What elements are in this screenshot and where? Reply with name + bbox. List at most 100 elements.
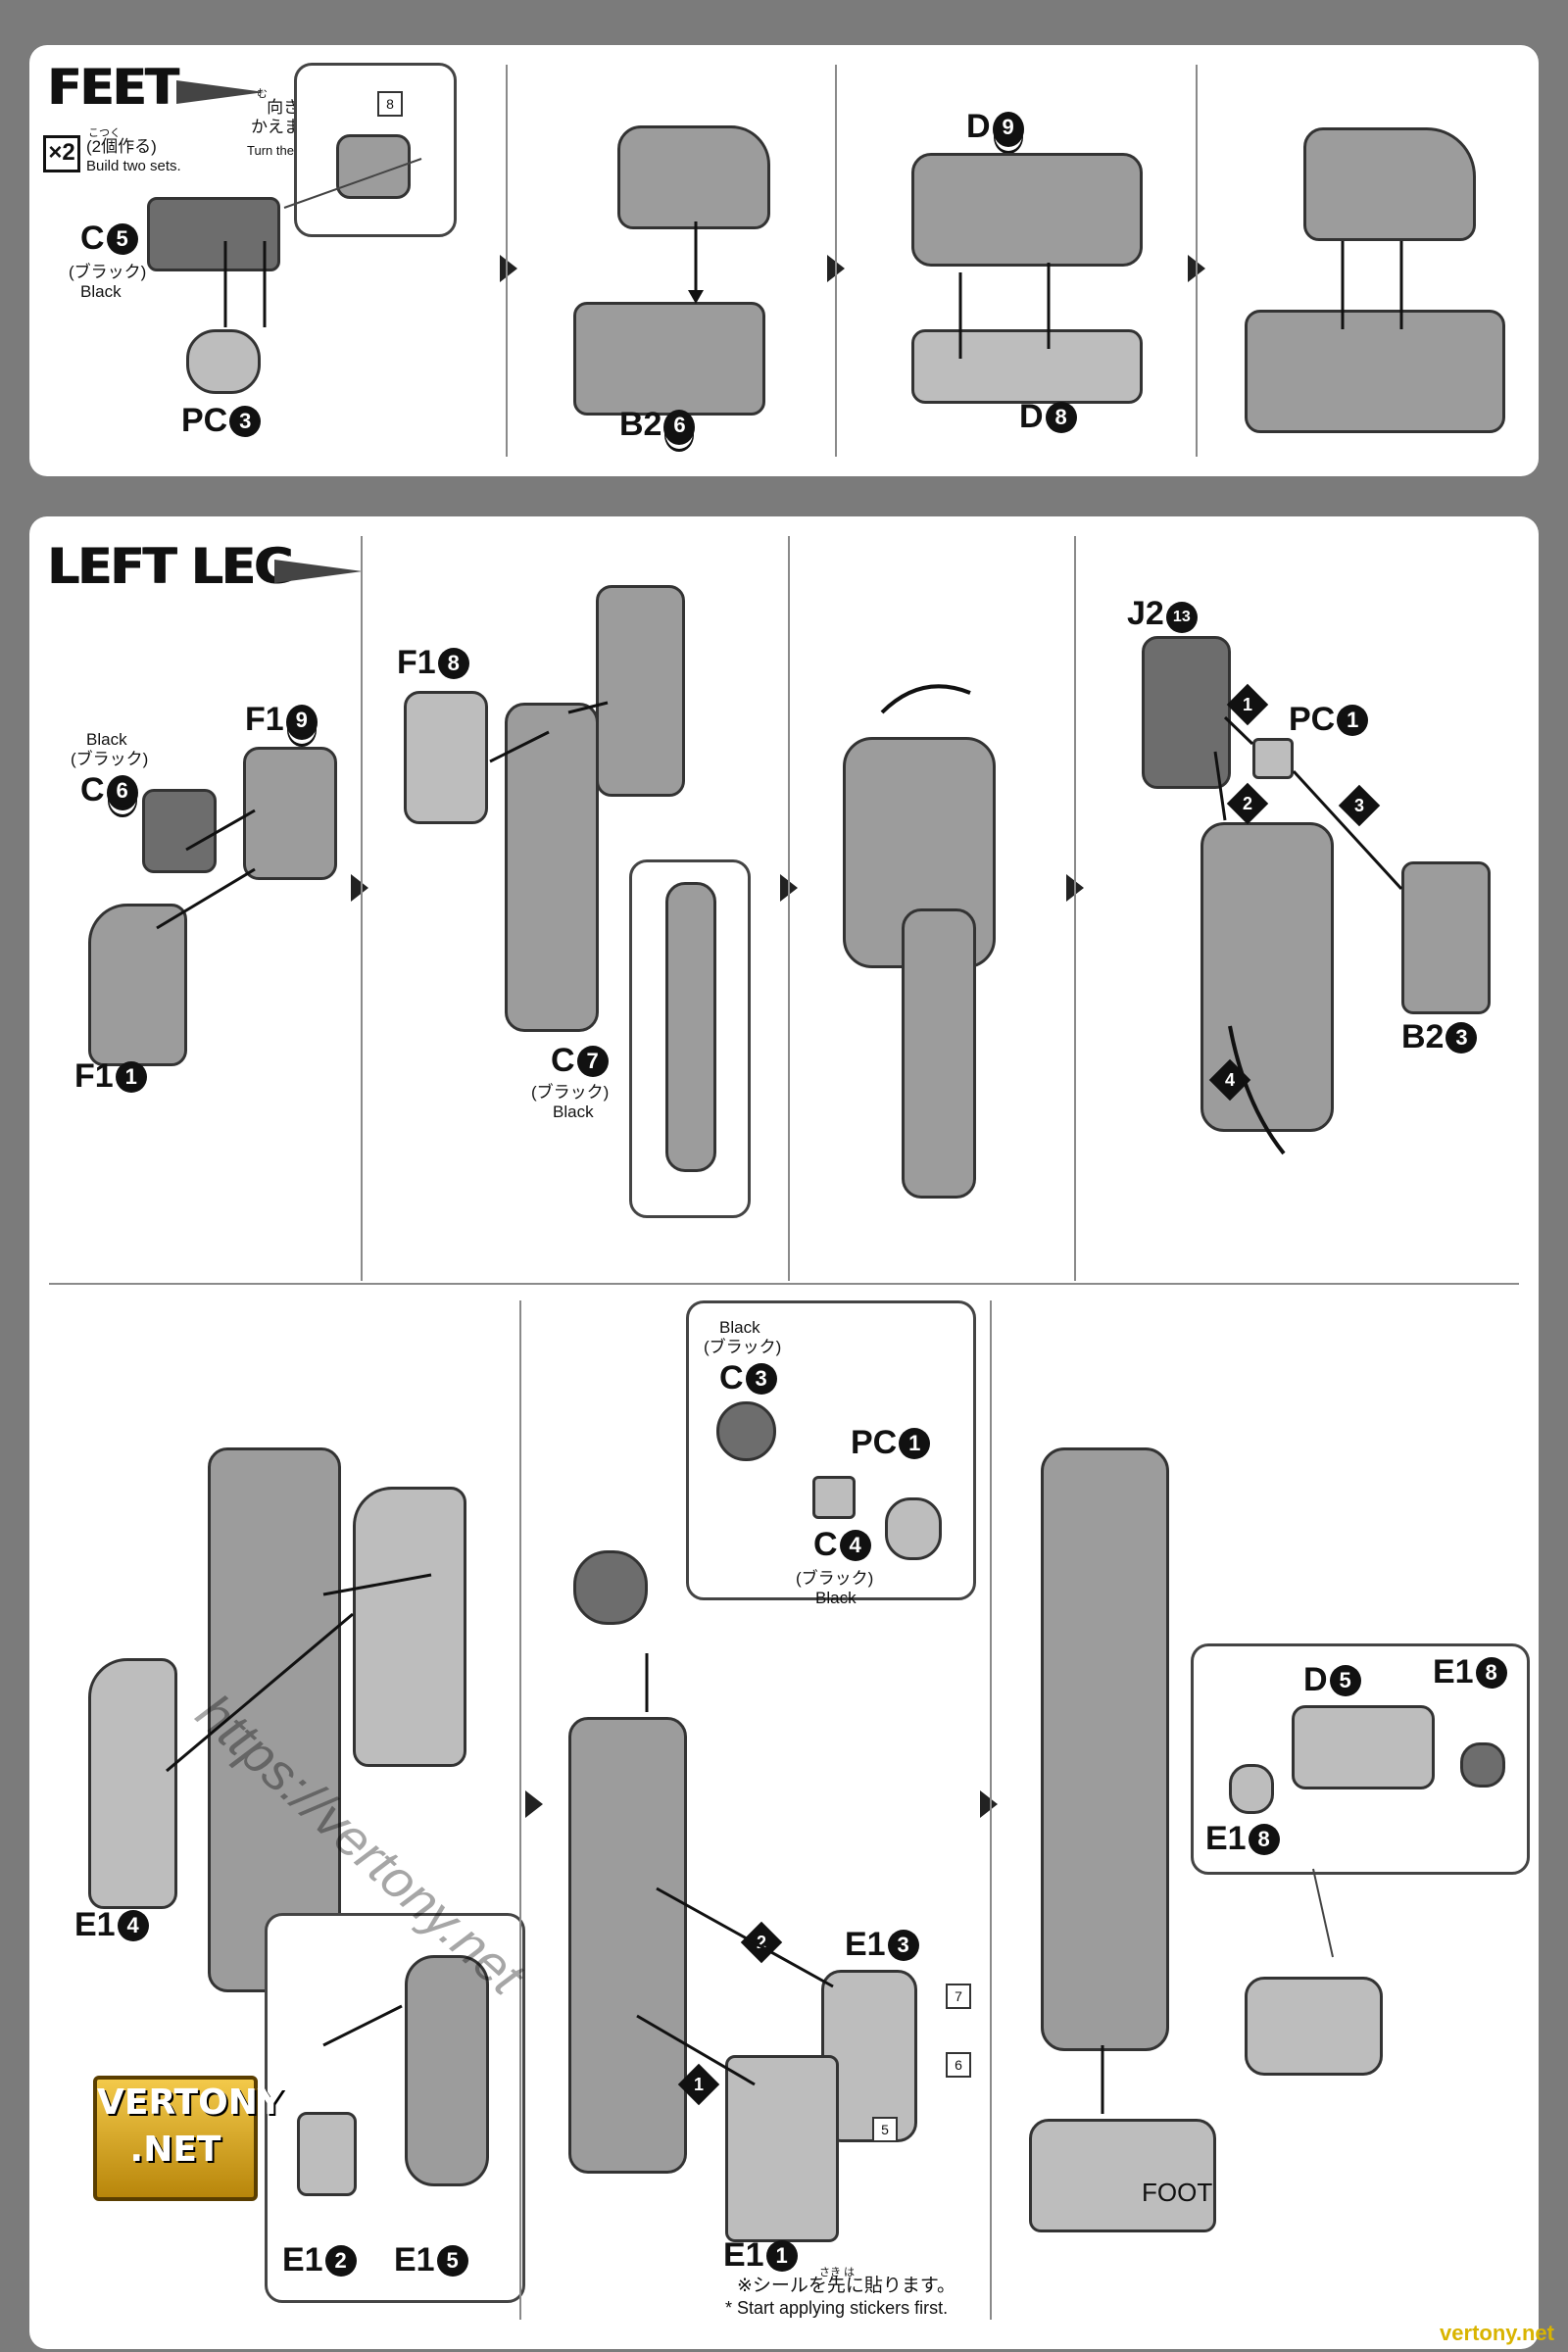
sticker-6: 6 [946,2052,971,2078]
part-shape [1245,1977,1383,2076]
c6-color-en: Black [86,730,127,749]
divider [506,65,508,457]
detail-callout [265,1913,525,2303]
sticker-note-furigana: さき は [819,2267,856,2278]
divider [49,1283,1519,1285]
part-c6-shape [142,789,217,873]
part-d9-shape [911,153,1143,267]
part-shape [617,125,770,229]
c4-color-en: Black [815,1589,857,1607]
part-shape [353,1487,466,1767]
divider [1074,536,1076,1281]
part-pc1b-shape [812,1476,856,1519]
part-e14-shape [88,1658,177,1909]
part-foot-shape [1029,2119,1216,2232]
part-e11-shape [725,2055,839,2242]
feet-panel: FEET ×2 こつく (2個作る) Build two sets. む 向きを… [29,45,1539,476]
part-c5-shape [147,197,280,271]
divider [361,536,363,1281]
part-e15-shape [405,1955,489,2186]
step-arrow [980,1790,998,1818]
detail-callout: 8 [294,63,457,237]
part-e12-shape [297,2112,357,2196]
c5-color-en: Black [80,282,122,301]
feet-title: FEET [47,59,178,116]
divider [519,1300,521,2320]
c4-color-jp: (ブラック) [796,1569,874,1588]
part-shape [568,1717,687,2174]
step-arrow [525,1790,543,1818]
build-note-en: Build two sets. [86,158,181,174]
title-tail [274,560,363,583]
part-c4-shape [885,1497,942,1560]
sticker-note-jp: ※シールを先に貼ります。 [737,2276,956,2296]
vertony-logo: VERTONY .NET [93,2076,283,2201]
footer-url: vertony.net [1440,2321,1554,2345]
divider [990,1300,992,2320]
part-b26-shape [573,302,765,416]
c5-color-jp: (ブラック) [69,263,147,281]
part-f11-shape [88,904,187,1066]
divider [1196,65,1198,457]
c7-color-en: Black [553,1102,594,1121]
divider [835,65,837,457]
build-note-jp: (2個作る) [86,137,157,156]
part-shape [1303,127,1476,241]
sticker-note-en: * Start applying stickers first. [725,2298,949,2318]
sticker-5: 5 [872,2117,898,2142]
part-shape [665,882,716,1172]
logo-line-2: .NET [129,2130,221,2170]
part-shape [1041,1447,1169,2051]
step-arrow [500,255,517,282]
part-d5-shape [1292,1705,1435,1789]
part-shape [208,1447,341,1992]
part-shape [596,585,685,797]
left-leg-title: LEFT LEG [47,538,294,595]
part-f19-shape [243,747,337,880]
part-e18a-shape [1229,1764,1274,1814]
step-arrow [351,874,368,902]
part-shape [1245,310,1505,433]
part-shape [902,908,976,1199]
logo-line-1: VERTONY [97,2082,283,2123]
detail-callout [686,1300,976,1600]
part-f18-shape [404,691,488,824]
part-e18b-shape [1460,1742,1505,1788]
part-shape [573,1550,648,1625]
title-tail [176,80,265,104]
part-shape [505,703,599,1032]
detail-callout [629,859,751,1218]
turn-furigana: む [257,88,268,100]
part-pc1-shape [1252,738,1294,779]
c6-color-jp: (ブラック) [71,750,149,768]
part-c3-shape [716,1401,776,1461]
divider [788,536,790,1281]
c3-color-jp: (ブラック) [704,1338,782,1356]
build-furigana: こつく [88,127,121,139]
part-b23-shape [1401,861,1491,1014]
multiplier-badge: ×2 [43,135,80,172]
